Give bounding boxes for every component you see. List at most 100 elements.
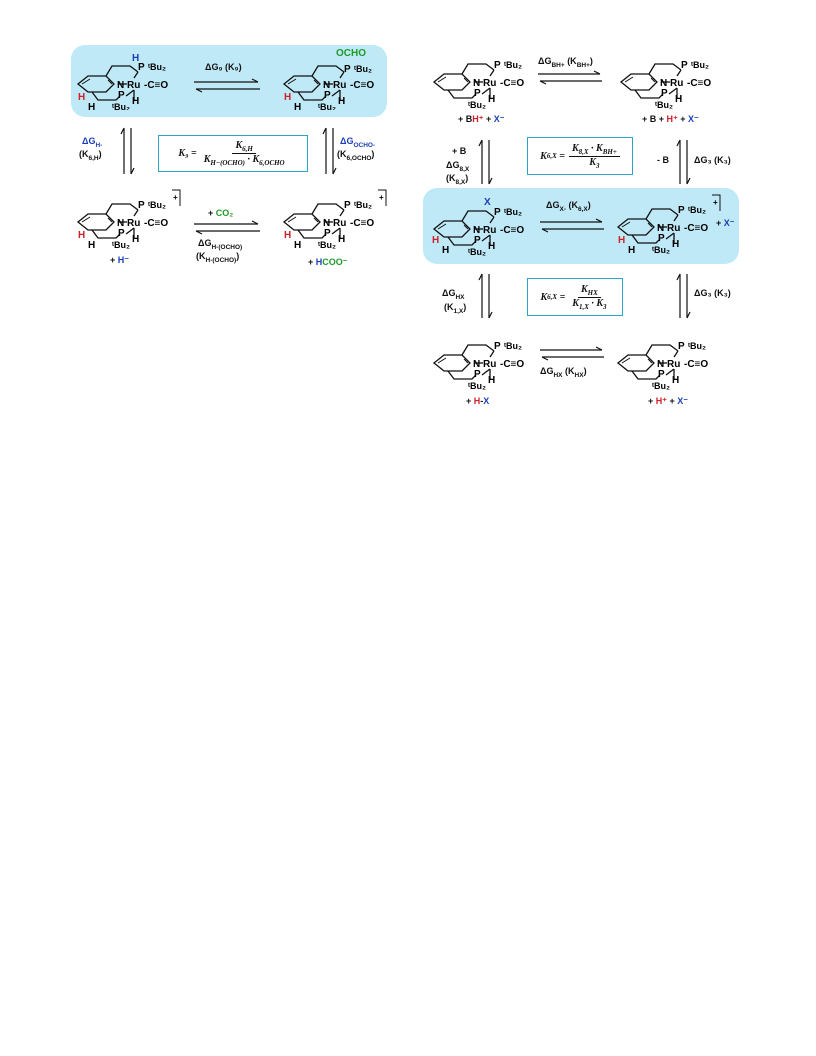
p-atom-top: P: [138, 200, 145, 211]
h-atom: H: [338, 234, 345, 245]
h-atom: H: [132, 234, 139, 245]
h-atom: H: [488, 94, 495, 105]
h-atom: H: [672, 239, 679, 250]
h-atom-red: H: [284, 230, 291, 241]
co2-label: + CO₂: [208, 208, 234, 218]
dg-hx-label: ΔGHX: [442, 288, 465, 301]
tbu2-bottom: ᵗBu₂: [112, 240, 130, 250]
ru-atom: Ru: [483, 225, 496, 236]
h-atom-ch: H: [88, 102, 95, 110]
plus-formate: + HCOO⁻: [308, 257, 348, 267]
tbu2-bottom: ᵗBu₂: [318, 102, 336, 110]
structure-drawing: N Ru -C≡O P ᵗBu₂ + P ᵗBu₂ H H H: [283, 189, 387, 251]
h-atom-red: H: [618, 235, 625, 246]
tbu2-bottom: ᵗBu₂: [468, 247, 486, 257]
molecule-left-bottom-left: N Ru -C≡O P ᵗBu₂ + P ᵗBu₂ H H H: [72, 188, 192, 252]
p-atom-bottom: P: [658, 233, 665, 244]
k-6ocho-label: (K6,OCHO): [337, 149, 375, 162]
p-atom-bottom: P: [658, 369, 665, 380]
co-ligand: -C≡O: [684, 359, 708, 370]
molecule-right-middle-left: N Ru -C≡O P ᵗBu₂ X P ᵗBu₂ H H H: [428, 193, 548, 259]
n-atom: N: [323, 80, 330, 91]
n-atom: N: [117, 218, 124, 229]
n-atom: N: [660, 78, 667, 89]
n-atom: N: [323, 218, 330, 229]
molecule-right-bottom-left: N Ru -C≡O P ᵗBu₂ P ᵗBu₂ H: [428, 333, 548, 391]
co-ligand: -C≡O: [500, 225, 524, 236]
tbu2-top: ᵗBu₂: [688, 205, 706, 215]
dg-bh-label: ΔGBH+ (KBH+): [538, 56, 593, 69]
right-middle-highlight: [423, 188, 739, 264]
cation-charge: +: [173, 193, 178, 202]
n-atom: N: [473, 78, 480, 89]
structure-drawing: N Ru -C≡O P ᵗBu₂ P ᵗBu₂ H: [433, 60, 524, 110]
p-atom-top: P: [344, 200, 351, 211]
p-atom-bottom: P: [474, 235, 481, 246]
ru-atom: Ru: [127, 80, 140, 91]
h-atom-red: H: [284, 92, 291, 103]
plus-bh-x: + BH⁺ + X⁻: [458, 114, 505, 124]
co-ligand: -C≡O: [144, 218, 168, 229]
h-atom-red: H: [432, 235, 439, 246]
p-atom-bottom: P: [118, 90, 125, 101]
p-atom-bottom: P: [324, 90, 331, 101]
equilibrium-arrow-bh: [538, 70, 602, 85]
p-atom-bottom: P: [474, 88, 481, 99]
dg-ocho-label: ΔGOCHO-: [340, 136, 376, 149]
p-atom-top: P: [344, 64, 351, 75]
n-atom: N: [473, 359, 480, 370]
ocho-group: OCHO: [336, 48, 366, 59]
k-h-ocho-label: (KH-(OCHO)): [196, 251, 240, 264]
p-atom-top: P: [678, 341, 685, 352]
plus-b-label: + B: [452, 146, 467, 156]
ru-atom: Ru: [483, 78, 496, 89]
tbu2-bottom: ᵗBu₂: [652, 381, 670, 391]
k-8x-label: (K8,X): [446, 173, 469, 186]
minus-b-label: - B: [657, 155, 669, 165]
tbu2-bottom: ᵗBu₂: [318, 240, 336, 250]
molecule-right-top-right: N Ru -C≡O P ᵗBu₂ P ᵗBu₂ H: [615, 52, 735, 110]
k9-equation-box: K₉ = K6,H KH−(OCHO) · K6,OCHO: [158, 135, 308, 172]
equilibrium-arrow-3: [676, 139, 691, 185]
tbu2-bottom: ᵗBu₂: [112, 102, 130, 110]
structure-drawing: N Ru -C≡O P ᵗBu₂ P ᵗBu₂ H: [620, 60, 711, 110]
h-atom-ch: H: [88, 240, 95, 251]
co-ligand: -C≡O: [350, 80, 374, 91]
ru-atom: Ru: [667, 359, 680, 370]
ru-atom: Ru: [333, 218, 346, 229]
ru-atom: Ru: [333, 80, 346, 91]
equilibrium-arrow-x: [540, 218, 604, 233]
equilibrium-arrow-h: [120, 127, 135, 175]
molecule-left-top-right: N Ru -C≡O P ᵗBu₂ OCHO P ᵗBu₂ H H H: [278, 46, 398, 113]
plus-hydride: + H⁻: [110, 255, 130, 265]
equilibrium-arrow-hx-bottom: [540, 346, 604, 361]
h-atom: H: [675, 94, 682, 105]
h-atom: H: [488, 375, 495, 386]
tbu2-bottom: ᵗBu₂: [655, 100, 673, 110]
structure-drawing: N Ru -C≡O P ᵗBu₂ + P ᵗBu₂ H H H: [77, 189, 181, 251]
molecule-left-bottom-right: N Ru -C≡O P ᵗBu₂ + P ᵗBu₂ H H H: [278, 188, 398, 252]
dg3-label-top: ΔG₃ (K₃): [694, 155, 731, 165]
tbu2-top: ᵗBu₂: [504, 207, 522, 217]
tbu2-top: ᵗBu₂: [691, 60, 709, 70]
h-atom: H: [132, 96, 139, 107]
h-atom-blue: H: [132, 53, 139, 64]
p-atom-top: P: [494, 341, 501, 352]
equilibrium-arrow-8x: [478, 139, 493, 185]
tbu2-bottom: ᵗBu₂: [468, 381, 486, 391]
h-atom-ch: H: [628, 245, 635, 256]
cation-charge: +: [713, 198, 718, 207]
h-atom-ch: H: [294, 102, 301, 110]
structure-drawing: N Ru -C≡O P ᵗBu₂ X P ᵗBu₂ H H H: [432, 197, 524, 257]
tbu2-top: ᵗBu₂: [688, 341, 706, 351]
tbu2-top: ᵗBu₂: [148, 200, 166, 210]
p-atom-bottom: P: [661, 88, 668, 99]
h-atom: H: [488, 241, 495, 252]
n-atom: N: [117, 80, 124, 91]
dg-h-label: ΔGH-: [82, 136, 103, 149]
ru-atom: Ru: [127, 218, 140, 229]
structure-drawing: N Ru -C≡O P ᵗBu₂ H P ᵗBu₂ H H H: [77, 53, 168, 113]
h-atom: H: [672, 375, 679, 386]
tbu2-top: ᵗBu₂: [504, 341, 522, 351]
n-atom: N: [657, 359, 664, 370]
